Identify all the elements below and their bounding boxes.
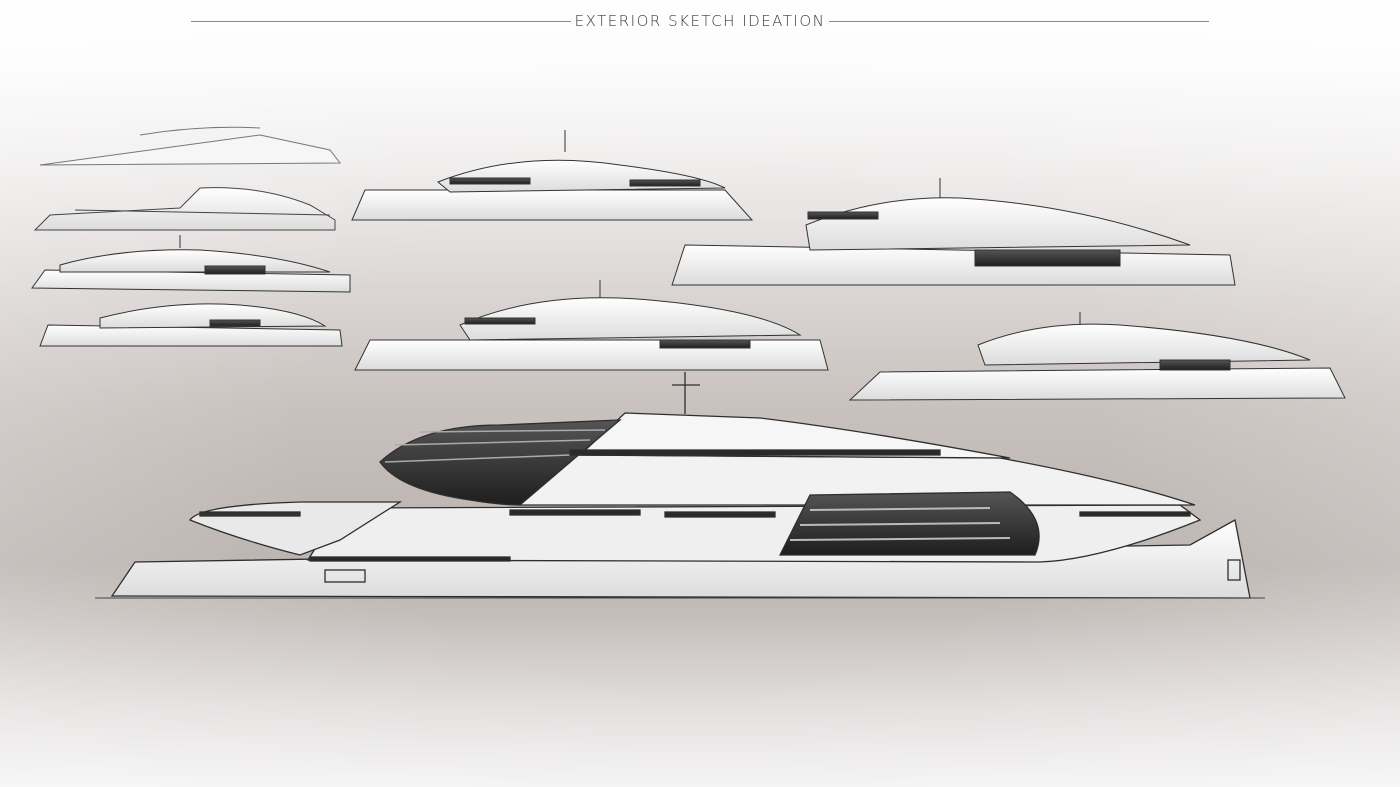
yacht-sketch-4 [39,303,343,347]
yacht-sketch-2 [33,187,336,231]
yacht-sketch-1 [39,126,342,166]
page-title-bar: EXTERIOR SKETCH IDEATION [0,10,1400,32]
page-title: EXTERIOR SKETCH IDEATION [574,12,826,30]
yacht-sketch-5 [351,130,754,221]
title-rule-right [829,20,1210,22]
yacht-sketch-3 [31,235,351,293]
title-rule-left [190,20,571,22]
yacht-sketch-6 [671,178,1236,286]
yacht-sketch-8 [848,312,1346,401]
yacht-sketch-7 [354,280,829,371]
hero-yacht-sketch [95,372,1265,599]
